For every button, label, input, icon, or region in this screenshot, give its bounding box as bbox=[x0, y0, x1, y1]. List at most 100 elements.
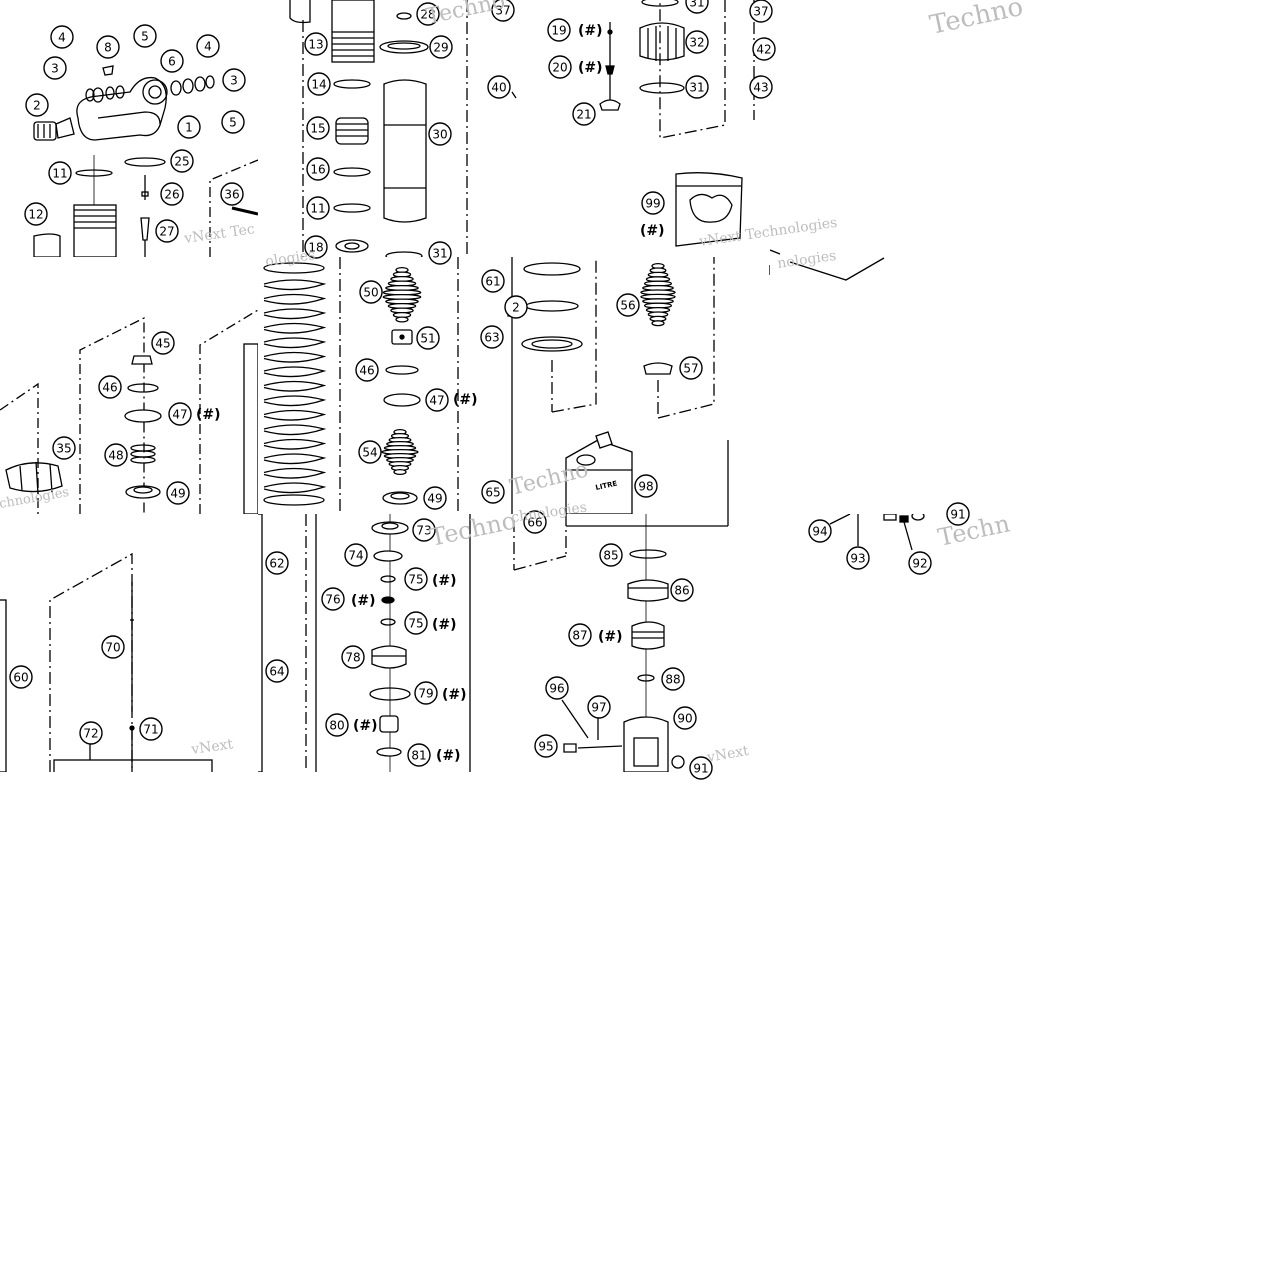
callout-number: 57 bbox=[683, 362, 698, 376]
part-callout-2: 2 bbox=[25, 93, 49, 117]
optional-part-mark: (#) bbox=[436, 748, 461, 764]
watermark-text: vNext Tec bbox=[182, 221, 255, 247]
callout-circle bbox=[908, 551, 932, 575]
callout-circle bbox=[685, 0, 709, 14]
callout-circle bbox=[52, 436, 76, 460]
callout-number: 35 bbox=[56, 442, 71, 456]
part-callout-15: 15 bbox=[306, 116, 330, 140]
callout-circle bbox=[43, 56, 67, 80]
callout-number: 30 bbox=[432, 128, 447, 142]
callout-circle bbox=[480, 325, 504, 349]
callout-number: 81 bbox=[411, 749, 426, 763]
part-callout-64: 64 bbox=[265, 659, 289, 683]
part-callout-48: 48 bbox=[104, 443, 128, 467]
callout-number: 19 bbox=[551, 24, 566, 38]
callout-number: 92 bbox=[912, 557, 927, 571]
callout-number: 79 bbox=[418, 687, 433, 701]
callout-number: 70 bbox=[105, 641, 120, 655]
part-callout-60: 60 bbox=[9, 665, 33, 689]
callout-number: 26 bbox=[164, 188, 179, 202]
callout-circle bbox=[265, 551, 289, 575]
part-callout-63: 63 bbox=[480, 325, 504, 349]
callout-number: 31 bbox=[432, 247, 447, 261]
part-callout-75: 75 bbox=[404, 611, 428, 635]
callout-number: 5 bbox=[229, 116, 237, 130]
part-callout-72: 72 bbox=[79, 721, 103, 745]
callout-circle bbox=[685, 75, 709, 99]
part-callout-37: 37 bbox=[491, 0, 515, 22]
callout-number: 8 bbox=[104, 41, 112, 55]
part-callout-37: 37 bbox=[749, 0, 773, 23]
watermark-text: Techno bbox=[427, 506, 518, 552]
callout-number: 6 bbox=[168, 55, 176, 69]
optional-part-mark: (#) bbox=[353, 718, 378, 734]
part-callout-31: 31 bbox=[685, 0, 709, 14]
callout-number: 29 bbox=[433, 41, 448, 55]
part-callout-11: 11 bbox=[306, 196, 330, 220]
callout-circle bbox=[587, 695, 611, 719]
part-callout-13: 13 bbox=[304, 32, 328, 56]
part-callout-62: 62 bbox=[265, 551, 289, 575]
callout-number: 45 bbox=[155, 337, 170, 351]
callout-circle bbox=[96, 35, 120, 59]
callout-number: 14 bbox=[311, 78, 326, 92]
callout-number: 4 bbox=[58, 31, 66, 45]
callout-circle bbox=[325, 713, 349, 737]
optional-part-mark: (#) bbox=[640, 223, 665, 239]
callout-number: 91 bbox=[693, 762, 708, 776]
part-callout-46: 46 bbox=[355, 358, 379, 382]
part-callout-66: 66 bbox=[523, 510, 547, 534]
callout-circle bbox=[749, 75, 773, 99]
callout-number: 78 bbox=[345, 651, 360, 665]
callout-circle bbox=[846, 546, 870, 570]
part-callout-71: 71 bbox=[139, 717, 163, 741]
part-callout-61: 61 bbox=[481, 269, 505, 293]
watermark-text: Techno bbox=[424, 0, 507, 30]
callout-circle bbox=[265, 659, 289, 683]
part-callout-54: 54 bbox=[358, 440, 382, 464]
part-callout-49: 49 bbox=[166, 481, 190, 505]
part-callout-65: 65 bbox=[481, 480, 505, 504]
part-callout-35: 35 bbox=[52, 436, 76, 460]
callout-number: 76 bbox=[325, 593, 340, 607]
callout-number: 20 bbox=[552, 61, 567, 75]
part-callout-1: 1 bbox=[177, 115, 201, 139]
tile-bottom-left bbox=[0, 552, 213, 772]
callout-number: 21 bbox=[576, 108, 591, 122]
callout-number: 25 bbox=[174, 155, 189, 169]
part-callout-19: 19 bbox=[547, 18, 571, 42]
callout-number: 18 bbox=[308, 241, 323, 255]
callout-number: 97 bbox=[591, 701, 606, 715]
callout-number: 3 bbox=[51, 62, 59, 76]
callout-number: 32 bbox=[689, 36, 704, 50]
part-callout-46: 46 bbox=[98, 375, 122, 399]
callout-circle bbox=[412, 518, 436, 542]
callout-circle bbox=[344, 543, 368, 567]
tile-top-right bbox=[770, 249, 781, 255]
callout-circle bbox=[101, 635, 125, 659]
callout-number: 42 bbox=[756, 43, 771, 57]
callout-number: 51 bbox=[420, 332, 435, 346]
callout-number: 48 bbox=[108, 449, 123, 463]
callout-number: 28 bbox=[420, 8, 435, 22]
optional-part-mark: (#) bbox=[351, 593, 376, 609]
callout-circle bbox=[568, 623, 592, 647]
callout-circle bbox=[306, 157, 330, 181]
callout-circle bbox=[749, 0, 773, 23]
callout-circle bbox=[572, 102, 596, 126]
optional-part-mark: (#) bbox=[578, 60, 603, 76]
part-callout-49: 49 bbox=[423, 486, 447, 510]
callout-circle bbox=[404, 611, 428, 635]
callout-circle bbox=[221, 110, 245, 134]
callout-circle bbox=[306, 196, 330, 220]
callout-circle bbox=[423, 486, 447, 510]
callout-number: 62 bbox=[269, 557, 284, 571]
part-callout-12: 12 bbox=[24, 202, 48, 226]
part-callout-91: 91 bbox=[689, 756, 713, 780]
optional-part-mark: (#) bbox=[578, 23, 603, 39]
watermark-text: vNext bbox=[189, 736, 234, 758]
callout-number: 11 bbox=[52, 167, 67, 181]
callout-circle bbox=[196, 34, 220, 58]
